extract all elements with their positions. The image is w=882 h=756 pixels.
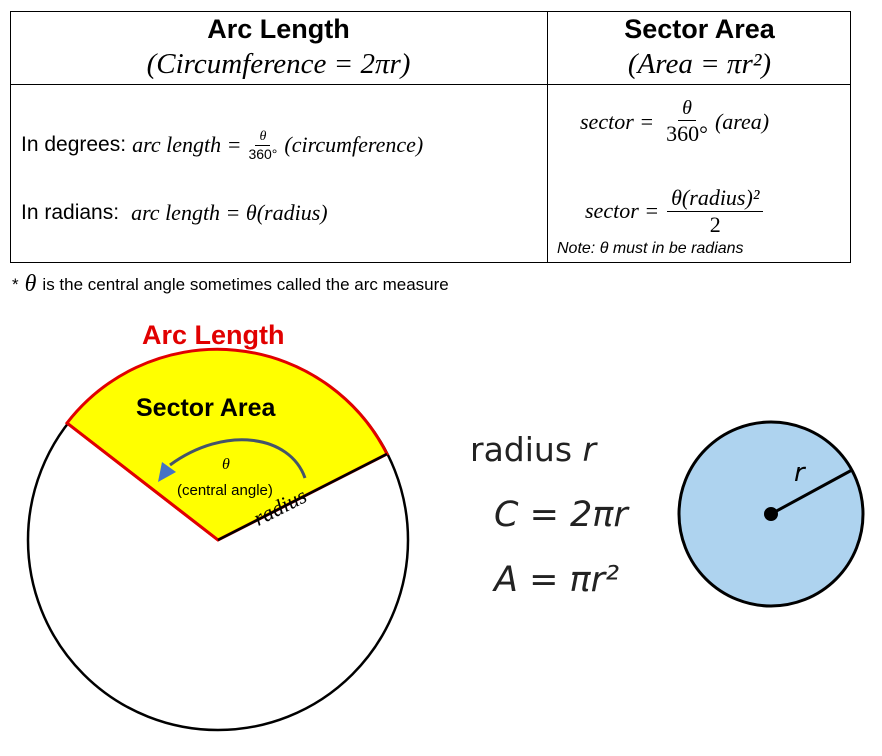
center-dot: [764, 507, 778, 521]
arc-length-subheader: (Circumference = 2πr): [146, 48, 411, 80]
radius-r-label: radius r: [470, 430, 596, 469]
arrow-head-icon: [158, 462, 176, 482]
sector-fraction-2-numerator: θ(radius)²: [667, 185, 764, 212]
radians-note: Note: θ must in be radians: [557, 240, 744, 257]
arc-length-header: Arc Length: [207, 14, 350, 44]
sector-lhs-1: sector =: [580, 109, 655, 134]
sector-fraction-2: θ(radius)² 2: [667, 185, 764, 238]
table-header-divider: [10, 84, 851, 85]
sector-diagram: [26, 347, 410, 732]
footnote-text: is the central angle sometimes called th…: [42, 274, 449, 294]
circumference-term: (circumference): [284, 132, 424, 157]
footnote: * θ is the central angle sometimes calle…: [12, 271, 449, 298]
degrees-fraction-denominator: 360°: [248, 145, 278, 162]
sector-area-header: Sector Area: [624, 14, 775, 44]
area-formula: A = πr²: [494, 560, 620, 600]
formula-table: [10, 11, 851, 263]
sector-area-subheader: (Area = πr²): [627, 48, 772, 80]
radius-variable: r: [582, 430, 597, 469]
arc-length-radians-formula: arc length = θ(radius): [131, 200, 328, 225]
sector-formula-radians: sector = θ(radius)² 2: [585, 180, 766, 242]
sector-fraction-1-denominator: 360°: [666, 121, 708, 146]
arc-length-radians-row: In radians: arc length = θ(radius): [21, 197, 328, 229]
sector-region: [64, 347, 390, 542]
table-column-divider: [547, 11, 548, 263]
central-angle-arrow: [169, 438, 307, 479]
sector-lhs-2: sector =: [585, 198, 660, 223]
degrees-fraction-numerator: θ: [255, 129, 271, 146]
degrees-fraction: θ 360°: [244, 129, 281, 162]
sector-fraction-1: θ 360°: [662, 97, 712, 147]
arc-length-degrees-row: In degrees: arc length = θ 360° (circumf…: [21, 122, 423, 168]
arc-length-lhs: arc length =: [132, 132, 242, 157]
circle-diagram: [677, 420, 865, 608]
degrees-label: In degrees:: [21, 133, 127, 156]
footnote-star: *: [12, 274, 19, 294]
sector-edge-left: [66, 421, 219, 542]
arc-length-label: Arc Length: [142, 320, 285, 350]
sector-area-label: Sector Area: [136, 394, 276, 422]
radians-label: In radians:: [21, 201, 120, 224]
sector-fraction-1-numerator: θ: [678, 97, 696, 121]
circumference-formula: C = 2πr: [494, 495, 628, 535]
area-term: (area): [714, 109, 770, 134]
theta-label: θ: [222, 456, 230, 473]
sector-fraction-2-denominator: 2: [709, 211, 721, 237]
radius-line: [217, 452, 388, 542]
central-angle-label: (central angle): [177, 482, 273, 499]
footnote-theta: θ: [24, 271, 37, 297]
sector-formula-degrees: sector = θ 360° (area): [580, 92, 769, 152]
circle-radius-line: [770, 468, 853, 516]
circle-radius-label: r: [794, 458, 805, 488]
radius-text: radius: [470, 430, 573, 469]
